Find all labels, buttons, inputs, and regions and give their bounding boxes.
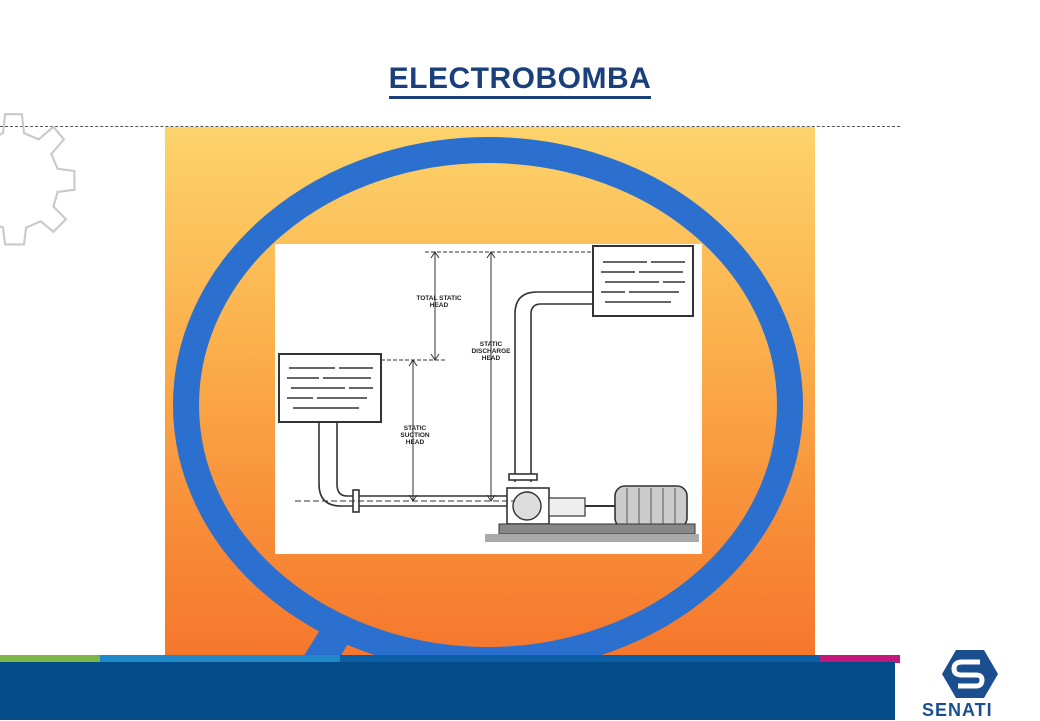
suction-label-1: STATIC [404,425,427,432]
suction-tank [278,353,382,423]
discharge-label-1: STATIC [480,341,503,348]
head-dimensions [295,251,593,502]
pump-diagram: TOTAL STATIC HEAD STATIC DISCHARGE HEAD … [275,244,702,554]
slide-title: ELECTROBOMBA [0,62,1040,99]
footer-bar [0,662,895,720]
suction-pipe [318,422,507,513]
footer-color-stripe [0,655,900,663]
total-static-label-2: HEAD [430,302,449,309]
suction-label-2: SUCTION [400,432,430,439]
pump-assembly [485,485,699,542]
slide-title-text: ELECTROBOMBA [388,62,652,99]
discharge-label-2: DISCHARGE [471,348,511,355]
header-divider [0,126,900,127]
discharge-tank [592,245,694,317]
suction-label-3: HEAD [406,439,425,446]
senati-logo-icon [942,650,998,698]
discharge-pipe [508,291,593,482]
discharge-label-3: HEAD [482,355,501,362]
gear-icon [0,113,76,246]
total-static-label-1: TOTAL STATIC [416,295,462,302]
senati-logo-text: SENATI [922,700,993,720]
